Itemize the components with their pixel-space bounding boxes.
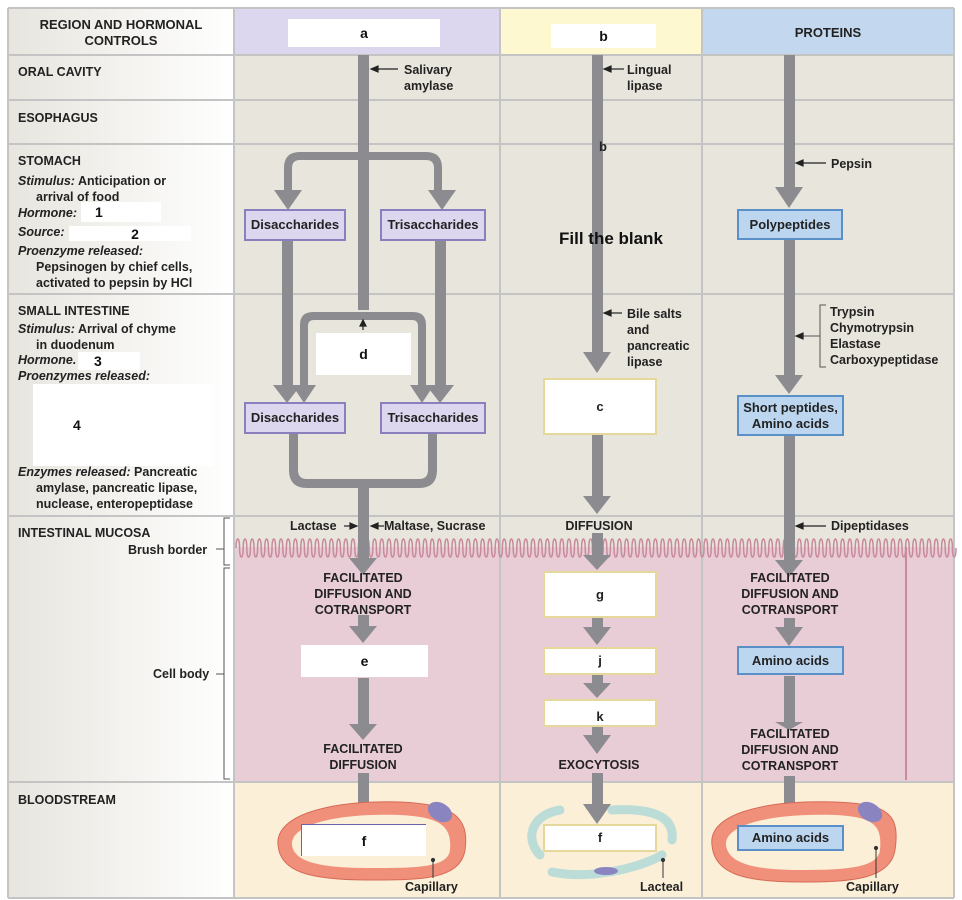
- proteins-header-label: PROTEINS: [794, 25, 862, 40]
- answer-blank-3[interactable]: 3: [78, 352, 140, 370]
- si-hormone-label: Hormone.: [18, 353, 77, 367]
- proteins-header: [702, 8, 954, 55]
- lacteal-label: Lacteal: [640, 880, 684, 894]
- answer-blank-j[interactable]: j: [543, 647, 657, 675]
- amino-acids-box-cell: Amino acids: [737, 646, 844, 675]
- dipeptidases-label: Dipeptidases: [831, 519, 909, 533]
- region-stomach: STOMACH: [18, 154, 81, 168]
- stimulus-text-2: arrival of food: [36, 190, 120, 204]
- blank-marker-b: b: [599, 139, 607, 154]
- answer-blank-f-carbs[interactable]: f: [301, 824, 426, 856]
- capillary-label-proteins: Capillary: [846, 880, 899, 894]
- answer-blank-2[interactable]: 2: [69, 226, 191, 242]
- answer-blank-e[interactable]: e: [301, 645, 428, 677]
- lactase-label: Lactase: [290, 519, 337, 533]
- proenzyme-text-1: Pepsinogen by chief cells,: [36, 260, 193, 274]
- si-enzymes-text: Pancreatic: [134, 465, 198, 479]
- si-enzymes-text-3: nuclease, enteropeptidase: [36, 497, 194, 511]
- capillary-label-carbs: Capillary: [405, 880, 458, 894]
- source-label: Source:: [18, 225, 65, 239]
- si-stimulus-text-2: in duodenum: [36, 338, 115, 352]
- answer-blank-c[interactable]: c: [543, 378, 657, 435]
- exocytosis-label: EXOCYTOSIS: [558, 758, 640, 772]
- answer-blank-4[interactable]: 4: [33, 384, 213, 466]
- amino-acids-box-blood: Amino acids: [737, 825, 844, 851]
- answer-blank-g[interactable]: g: [543, 571, 657, 618]
- trisaccharides-box-intestine: Trisaccharides: [380, 402, 486, 434]
- disaccharides-box-stomach: Disaccharides: [244, 209, 346, 241]
- maltase-sucrase-label: Maltase, Sucrase: [384, 519, 486, 533]
- answer-blank-k[interactable]: k: [543, 699, 657, 727]
- answer-blank-1[interactable]: 1: [81, 202, 161, 222]
- region-bloodstream: BLOODSTREAM: [18, 793, 116, 807]
- answer-blank-a[interactable]: a: [288, 19, 440, 47]
- answer-blank-f-lipids[interactable]: f: [543, 824, 657, 852]
- stimulus-text: Anticipation or: [77, 174, 167, 188]
- stimulus-label: Stimulus:: [18, 174, 75, 188]
- si-enzymes-text-2: amylase, pancreatic lipase,: [36, 481, 198, 495]
- region-small-intestine: SMALL INTESTINE: [18, 304, 130, 318]
- hormone-label: Hormone:: [18, 206, 78, 220]
- pepsin-label: Pepsin: [831, 157, 872, 171]
- proenzyme-label: Proenzyme released:: [18, 244, 144, 258]
- si-proenzymes-label: Proenzymes released:: [18, 369, 151, 383]
- trisaccharides-box-stomach: Trisaccharides: [380, 209, 486, 241]
- polypeptides-box: Polypeptides: [737, 209, 843, 240]
- flow-arrows: [273, 55, 803, 825]
- disaccharides-box-intestine: Disaccharides: [244, 402, 346, 434]
- si-stimulus-label: Stimulus:: [18, 322, 75, 336]
- region-header: REGION AND HORMONAL CONTROLS: [39, 17, 203, 48]
- si-stimulus-text: Arrival of chyme: [77, 322, 176, 336]
- fill-the-blank-title: Fill the blank: [559, 229, 663, 248]
- region-intestinal-mucosa: INTESTINAL MUCOSA: [18, 526, 151, 540]
- diffusion-label: DIFFUSION: [565, 519, 633, 533]
- proenzyme-text-2: activated to pepsin by HCl: [36, 276, 193, 290]
- answer-blank-b[interactable]: b: [551, 24, 656, 48]
- short-peptides-box: Short peptides,Amino acids: [737, 395, 844, 436]
- answer-blank-d[interactable]: d: [316, 333, 411, 375]
- region-esophagus: ESOPHAGUS: [18, 111, 98, 125]
- cell-body-label: Cell body: [153, 667, 210, 681]
- lacteal: [527, 805, 677, 879]
- si-enzymes-label: Enzymes released:: [18, 465, 131, 479]
- region-oral-cavity: ORAL CAVITY: [18, 65, 102, 79]
- brush-border-label: Brush border: [128, 543, 208, 557]
